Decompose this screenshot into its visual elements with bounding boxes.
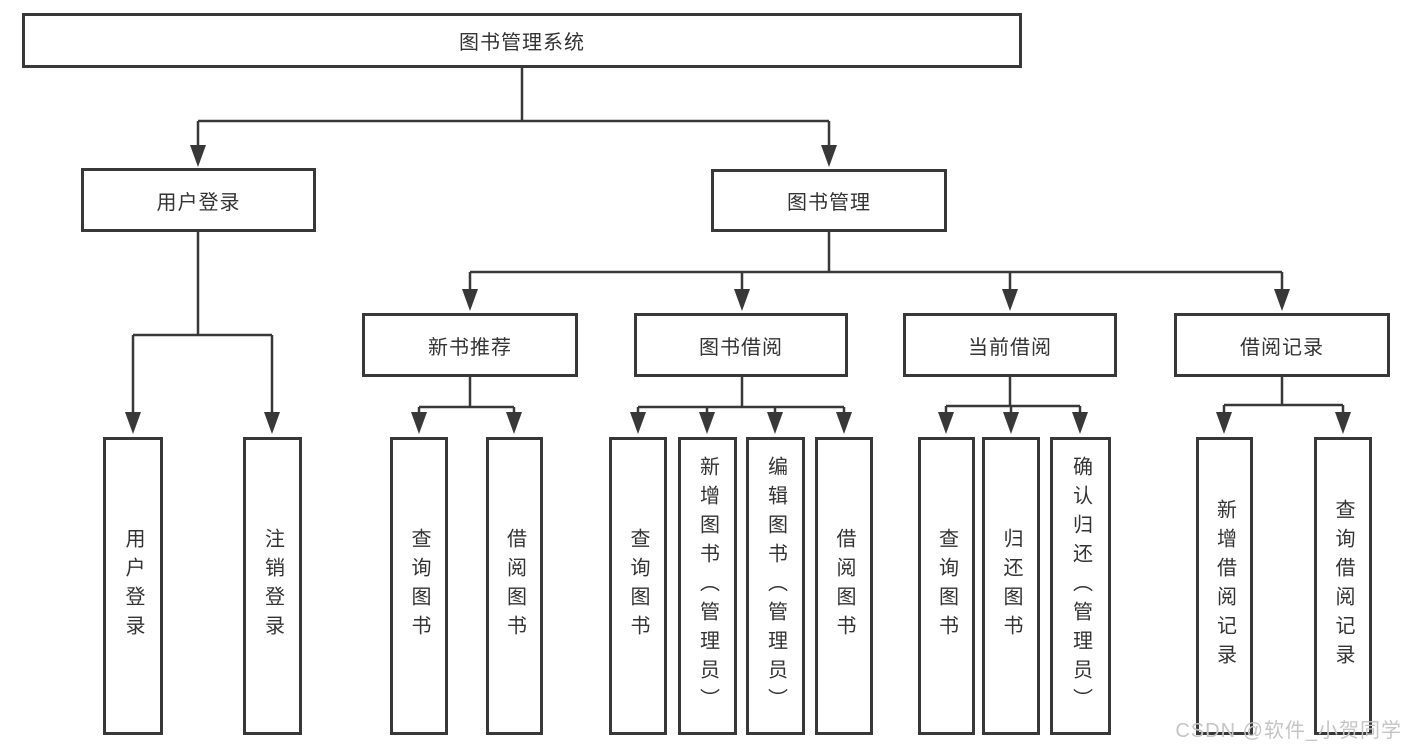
leaf-borrow-books: 借阅图书 [815,437,873,735]
leaf-query-books-borrow: 查询图书 [609,437,667,735]
leaf-user-login: 用户登录 [103,437,163,735]
node-new-book-recommend: 新书推荐 [362,313,578,377]
leaf-query-books-current: 查询图书 [918,437,975,735]
leaf-edit-book-admin: 编辑图书（管理员） [746,437,805,735]
node-root-library-system: 图书管理系统 [22,13,1022,68]
leaf-return-book: 归还图书 [982,437,1040,735]
node-current-borrow: 当前借阅 [903,313,1117,377]
csdn-watermark: CSDN @软件_小贺同学 [1175,720,1402,742]
leaf-borrow-books-recommend: 借阅图书 [486,437,543,735]
node-user-login: 用户登录 [81,168,316,232]
node-book-borrow: 图书借阅 [634,313,848,377]
leaf-confirm-return-admin: 确认归还（管理员） [1050,437,1111,735]
leaf-query-borrow-record: 查询借阅记录 [1314,437,1372,735]
node-borrow-records: 借阅记录 [1174,313,1390,377]
node-book-management: 图书管理 [711,169,947,232]
leaf-add-book-admin: 新增图书（管理员） [678,437,737,735]
leaf-add-borrow-record: 新增借阅记录 [1196,437,1253,735]
leaf-query-books-recommend: 查询图书 [390,437,448,735]
leaf-logout: 注销登录 [243,437,302,735]
